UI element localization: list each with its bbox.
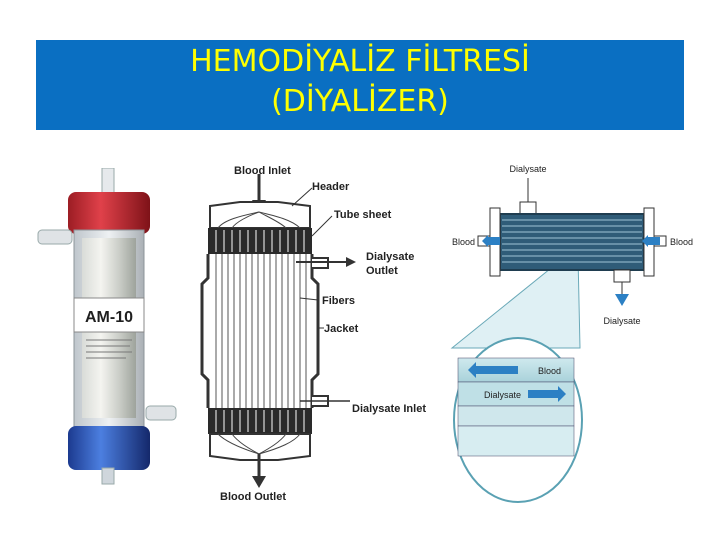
photo-side-port-bottom [146, 406, 176, 420]
slide-title: HEMODİYALİZ FİLTRESİ (DİYALİZER) [36, 42, 684, 122]
title-line-2: (DİYALİZER) [36, 82, 684, 122]
photo-top-nozzle [102, 168, 114, 194]
dialyzer-cross-section: Blood Inlet [200, 158, 450, 506]
label-zoom-dialysate: Dialysate [484, 390, 521, 400]
dialysate-out-port [614, 270, 630, 282]
leader-header [292, 188, 312, 206]
photo-blue-cap [68, 426, 150, 470]
zoom-membrane-layer [458, 406, 574, 426]
blood-outlet-arrowhead [252, 476, 266, 488]
photo-cartridge-label: AM-10 [85, 309, 133, 326]
label-blood-right: Blood [670, 237, 693, 247]
dialysate-in-port [520, 202, 536, 214]
dialysate-out-arrow [615, 294, 629, 306]
label-blood-outlet: Blood Outlet [220, 491, 286, 503]
label-blood-inlet: Blood Inlet [234, 165, 291, 177]
label-zoom-blood: Blood [538, 366, 561, 376]
dialysate-outlet-arrowhead [346, 257, 356, 267]
label-dialysate-inlet: Dialysate Inlet [352, 403, 426, 415]
label-fibers: Fibers [322, 295, 355, 307]
label-dialysate-top: Dialysate [509, 164, 546, 174]
label-jacket: Jacket [324, 323, 359, 335]
title-line-1: HEMODİYALİZ FİLTRESİ [36, 42, 684, 82]
leader-tube-sheet [312, 216, 332, 236]
photo-red-cap [68, 192, 150, 234]
dialyzer-photo: AM-10 [30, 168, 210, 486]
hollow-fibers [216, 254, 306, 408]
label-header: Header [312, 181, 350, 193]
photo-side-port-top [38, 230, 72, 244]
label-dialysate-bottom: Dialysate [603, 316, 640, 326]
photo-bottom-nozzle [102, 468, 114, 484]
label-blood-left: Blood [452, 237, 475, 247]
leader-fibers [300, 298, 318, 300]
label-dialysate-outlet-2: Outlet [366, 265, 398, 277]
jacket-right-wall [312, 254, 318, 408]
label-tube-sheet: Tube sheet [334, 209, 392, 221]
flow-diagram: Dialysate Blood Blood Dialysate Blood Di… [448, 158, 702, 506]
jacket-left-wall [202, 254, 208, 408]
label-dialysate-outlet-1: Dialysate [366, 251, 414, 263]
title-banner: HEMODİYALİZ FİLTRESİ (DİYALİZER) [36, 40, 684, 130]
zoom-lower-channel [458, 426, 574, 456]
